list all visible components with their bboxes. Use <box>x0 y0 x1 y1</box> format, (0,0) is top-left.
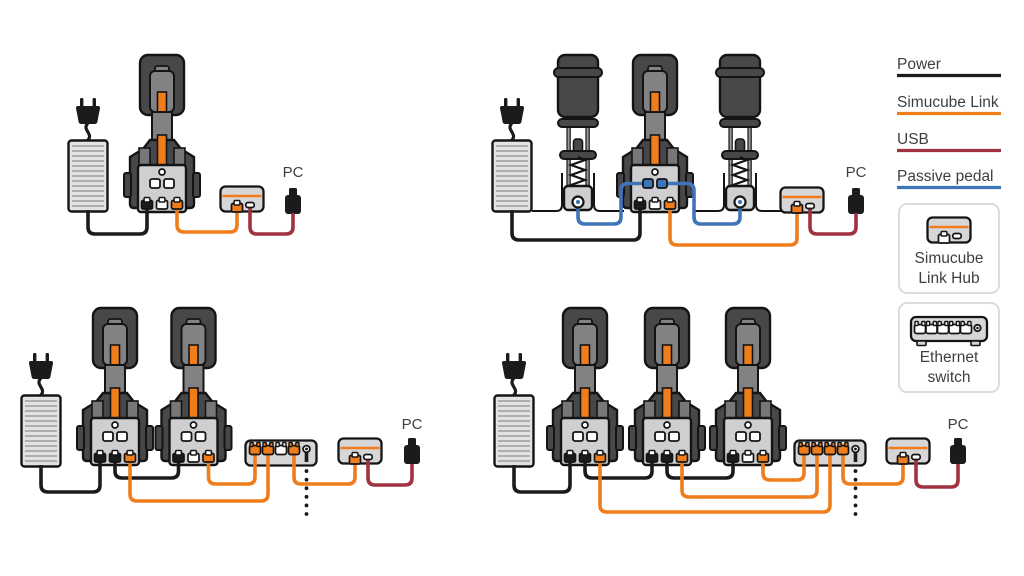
pedal-jack <box>654 431 666 442</box>
pedal-jack <box>668 431 680 442</box>
pedal-jack <box>180 431 193 442</box>
hub-usb-port <box>244 201 256 209</box>
pedal-jack-passive <box>642 178 654 189</box>
power-cable <box>86 203 149 236</box>
pc-usb-plug-icon <box>285 188 301 214</box>
active-pedal <box>708 306 788 467</box>
legend-label-usb: USB <box>897 131 929 148</box>
passive-cable-end <box>737 199 743 205</box>
active-pedal <box>615 53 695 214</box>
pc-label: PC <box>283 164 304 181</box>
pedal-jack <box>149 178 161 189</box>
legend-card-link-hub: Simucube Link Hub <box>898 203 1000 294</box>
legend-label-passive-pedal: Passive pedal <box>897 168 994 185</box>
active-pedal <box>75 306 155 467</box>
legend-device-label: Simucube <box>915 250 984 267</box>
passive-pedal-cable <box>664 181 742 226</box>
pc-label: PC <box>402 416 423 433</box>
power-supply <box>492 351 536 469</box>
passive-cable-end <box>575 199 581 205</box>
legend-device-label: switch <box>927 369 970 386</box>
power-supply <box>19 351 63 469</box>
usb-cable <box>248 206 295 236</box>
simucube-link-cable <box>206 452 257 486</box>
pedal-jack <box>572 431 584 442</box>
pc-usb-plug-icon <box>848 188 864 214</box>
simucube-link-cable <box>128 452 270 503</box>
power-cable <box>39 456 102 494</box>
pc-label: PC <box>846 164 867 181</box>
usb-cable <box>808 207 858 236</box>
power-supply <box>490 96 534 214</box>
diagram-single-pedal: PC <box>66 53 304 236</box>
passive-pedal <box>692 53 788 213</box>
simucube-link-cable <box>598 452 832 514</box>
simucube-link-cable <box>175 203 239 234</box>
pedal-jack <box>116 431 128 442</box>
legend-card-ethernet-switch: Ethernet switch <box>898 302 1000 393</box>
usb-cable <box>366 458 414 487</box>
power-daisy-cable <box>665 456 735 480</box>
hub-usb-port <box>910 453 922 461</box>
simucube-link-cable <box>761 452 806 482</box>
active-pedal <box>545 306 625 467</box>
diagram-three-pedal-switch: PC <box>492 306 969 516</box>
power-cable <box>512 456 572 494</box>
power-daisy-cable <box>113 456 181 480</box>
legend-label-simucube-link: Simucube Link <box>897 94 999 111</box>
pedal-jack <box>102 431 114 442</box>
hub-usb-port <box>804 202 816 210</box>
pc-usb-plug-icon <box>950 438 966 464</box>
legend-device-label: Link Hub <box>918 270 979 287</box>
ports <box>571 178 816 214</box>
diagram-passive-set: PC <box>490 53 867 247</box>
active-pedal <box>122 53 202 214</box>
passive-pedal-cable <box>576 181 646 226</box>
pedal-jack <box>735 431 747 442</box>
pedal-jack <box>586 431 598 442</box>
simucube-link-hub-icon <box>926 216 972 244</box>
simucube-link-cable <box>292 452 357 486</box>
legend: Power Simucube Link USB Passive pedal Si… <box>897 56 1001 393</box>
power-daisy-cable <box>583 456 654 480</box>
pedal-jack <box>194 431 207 442</box>
ports <box>93 431 374 465</box>
active-pedal <box>154 306 233 467</box>
ethernet-switch-icon <box>909 315 989 347</box>
active-pedal <box>627 306 707 467</box>
legend-card <box>898 203 1000 294</box>
hub-usb-port <box>362 453 374 461</box>
pc-usb-plug-icon <box>404 438 420 464</box>
ports <box>563 431 922 465</box>
simucube-link-cable <box>841 452 905 486</box>
diagram-two-pedal-switch: PC <box>19 306 423 516</box>
pedal-jack-passive <box>656 178 668 189</box>
legend-label-power: Power <box>897 56 941 73</box>
pedal-jack <box>749 431 761 442</box>
power-cable <box>510 203 642 242</box>
legend-device-label: Ethernet <box>920 349 979 366</box>
power-supply <box>66 96 110 214</box>
pedal-jack <box>163 178 175 189</box>
simucube-link-cable <box>680 452 819 499</box>
pc-label: PC <box>948 416 969 433</box>
switch-power-pin <box>854 447 857 451</box>
simucube-link-cable <box>668 203 799 247</box>
passive-pedal <box>530 53 626 213</box>
ports <box>140 178 256 213</box>
usb-cable <box>914 458 960 489</box>
switch-power-pin <box>305 447 308 451</box>
